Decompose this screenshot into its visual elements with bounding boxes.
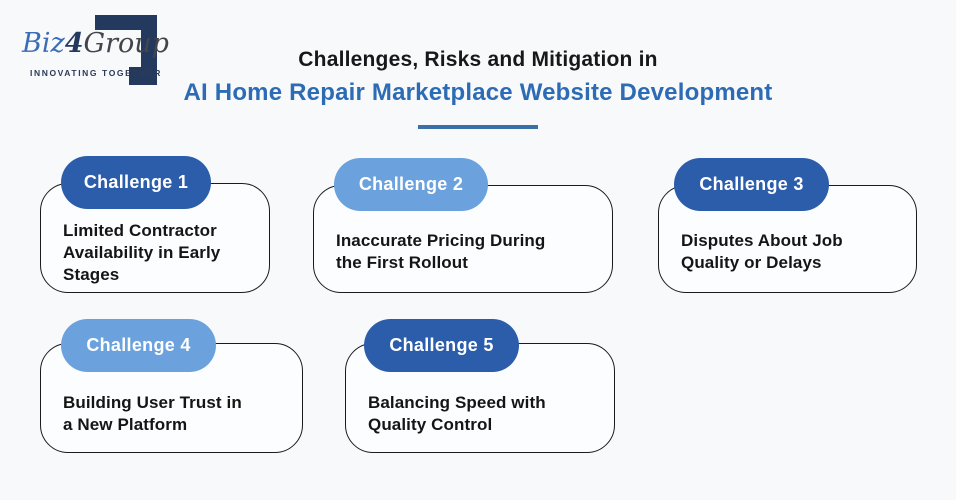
challenge-4-badge: Challenge 4 [61,319,216,372]
logo-word-biz: Biz [22,28,65,59]
challenge-3-label: Disputes About Job Quality or Delays [681,231,843,273]
logo-wordmark: Biz4Group [22,30,169,57]
page-title: Challenges, Risks and Mitigation in AI H… [0,48,956,129]
title-underline-decoration [418,125,538,129]
title-line-2: AI Home Repair Marketplace Website Devel… [183,79,773,106]
challenge-5-badge: Challenge 5 [364,319,519,372]
challenge-5-label: Balancing Speed with Quality Control [368,393,546,435]
challenge-1-badge: Challenge 1 [61,156,211,209]
challenge-card-3: Challenge 3 Disputes About Job Quality o… [658,158,917,293]
logo-bracket-icon [95,15,157,85]
challenge-card-4: Challenge 4 Building User Trust in a New… [40,319,303,453]
logo-tagline: INNOVATING TOGETHER [30,68,162,78]
challenge-card-5: Challenge 5 Balancing Speed with Quality… [345,319,615,453]
challenge-card-1: Challenge 1 Limited Contractor Availabil… [40,156,270,293]
challenge-card-2: Challenge 2 Inaccurate Pricing During th… [313,158,613,293]
title-line-1: Challenges, Risks and Mitigation in [298,48,658,71]
challenge-1-label: Limited Contractor Availability in Early… [63,221,221,285]
logo-word-group: Group [83,28,169,59]
brand-logo: Biz4Group INNOVATING TOGETHER [22,10,182,90]
challenge-2-label: Inaccurate Pricing During the First Roll… [336,231,546,273]
challenge-4-label: Building User Trust in a New Platform [63,393,242,435]
logo-word-4: 4 [64,28,84,59]
challenge-3-badge: Challenge 3 [674,158,829,211]
challenge-2-badge: Challenge 2 [334,158,488,211]
